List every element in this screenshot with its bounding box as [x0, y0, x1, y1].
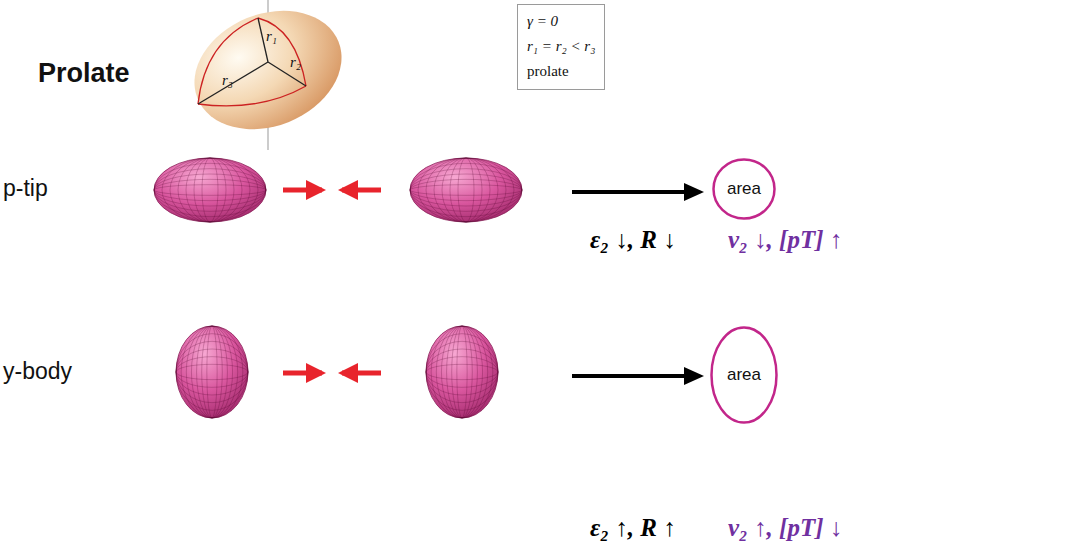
- observable-trend: v₂ ↑, [pT] ↓: [728, 514, 842, 542]
- collision-arrow: [342, 371, 381, 376]
- nucleus-ellipsoid: [154, 158, 266, 222]
- result-arrowhead: [684, 367, 704, 385]
- radius-label: r₂: [290, 54, 301, 71]
- radius-label: r₁: [266, 28, 277, 45]
- node-label: area: [727, 179, 761, 199]
- geometry-trend: ε₂ ↓, R ↓: [590, 226, 676, 254]
- node-label: area: [727, 365, 761, 385]
- ellipsoid-arc: [258, 18, 306, 86]
- parameter-text: prolate: [527, 59, 595, 84]
- collision-arrow: [342, 188, 381, 193]
- radius-line: [198, 62, 268, 104]
- nucleus-ellipsoid: [176, 326, 248, 418]
- area-circle: area: [712, 158, 776, 220]
- collision-type: y-body: [3, 358, 72, 385]
- collision-arrow: [283, 188, 322, 193]
- radius-label: r₃: [222, 72, 233, 89]
- parameter-text: γ = 0: [527, 9, 595, 34]
- geometry-trend: ε₂ ↑, R ↑: [590, 514, 676, 542]
- nucleus-ellipsoid: [410, 158, 522, 222]
- collision-arrow: [283, 371, 322, 376]
- collision-type: p-tip: [3, 175, 48, 202]
- ellipsoid-arc: [198, 86, 306, 106]
- nucleus-ellipsoid: [426, 326, 498, 418]
- area-ellipse: area: [710, 326, 778, 424]
- ellipsoid-arc: [198, 18, 258, 104]
- parameter-text: r₁ = r₂ < r₃: [527, 34, 595, 59]
- result-arrow: [572, 374, 686, 378]
- title-label: Prolate: [38, 58, 130, 89]
- parameter-box: γ = 0r₁ = r₂ < r₃prolate: [517, 4, 605, 90]
- observable-trend: v₂ ↓, [pT] ↑: [728, 226, 842, 254]
- result-arrow: [572, 190, 686, 194]
- result-arrowhead: [684, 183, 704, 201]
- prolate-ellipsoid: [177, 0, 360, 150]
